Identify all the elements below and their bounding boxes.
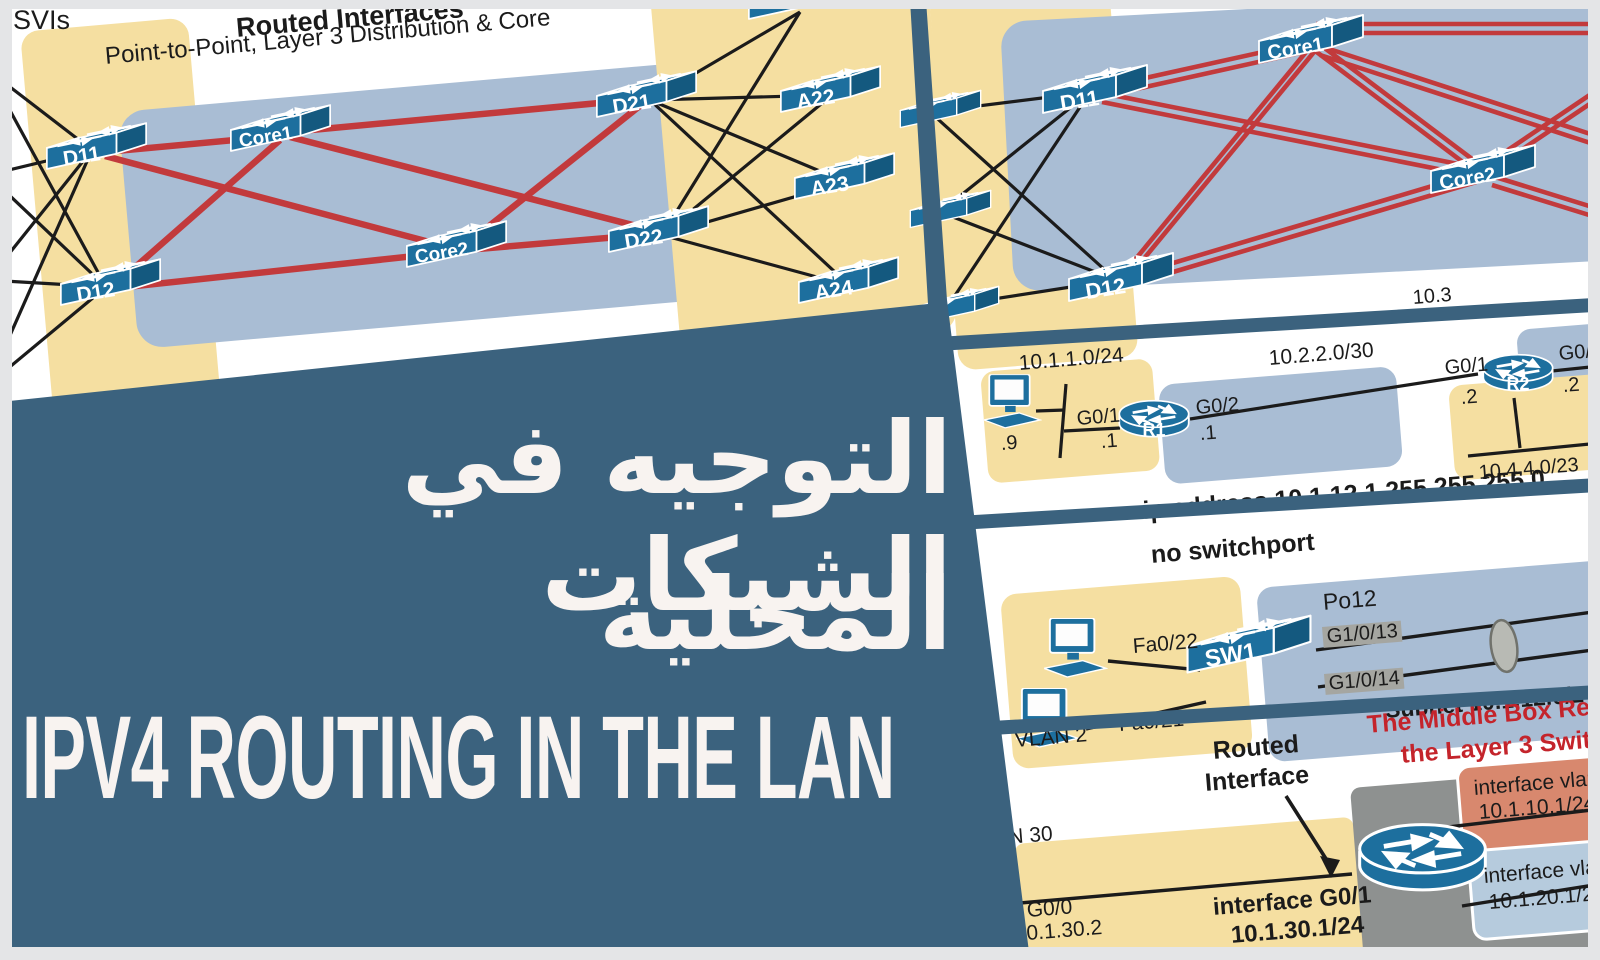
svis-label: SVIs — [13, 5, 71, 35]
etherchannel-oval-icon — [1489, 618, 1519, 674]
router-diagram-links — [1035, 364, 1600, 459]
vlan-bus-links — [1019, 807, 1600, 908]
router-label: R1 — [1142, 419, 1166, 440]
router-r1-icon: R1 — [1114, 394, 1194, 442]
arabic-title-line2: المحلية — [598, 556, 952, 673]
main-title: IPV4 ROUTING IN THE LAN — [22, 692, 895, 824]
frame-left — [0, 0, 12, 960]
frame-bottom — [0, 947, 1600, 960]
routed-interface-arrow-icon — [1284, 795, 1340, 878]
router-r2-icon: R2 — [1478, 348, 1558, 396]
arabic-title-line1: التوجيه في الشبكات — [401, 400, 952, 634]
frame-top — [0, 0, 1600, 9]
frame-right — [1588, 0, 1600, 960]
router-label: R2 — [1506, 373, 1530, 394]
